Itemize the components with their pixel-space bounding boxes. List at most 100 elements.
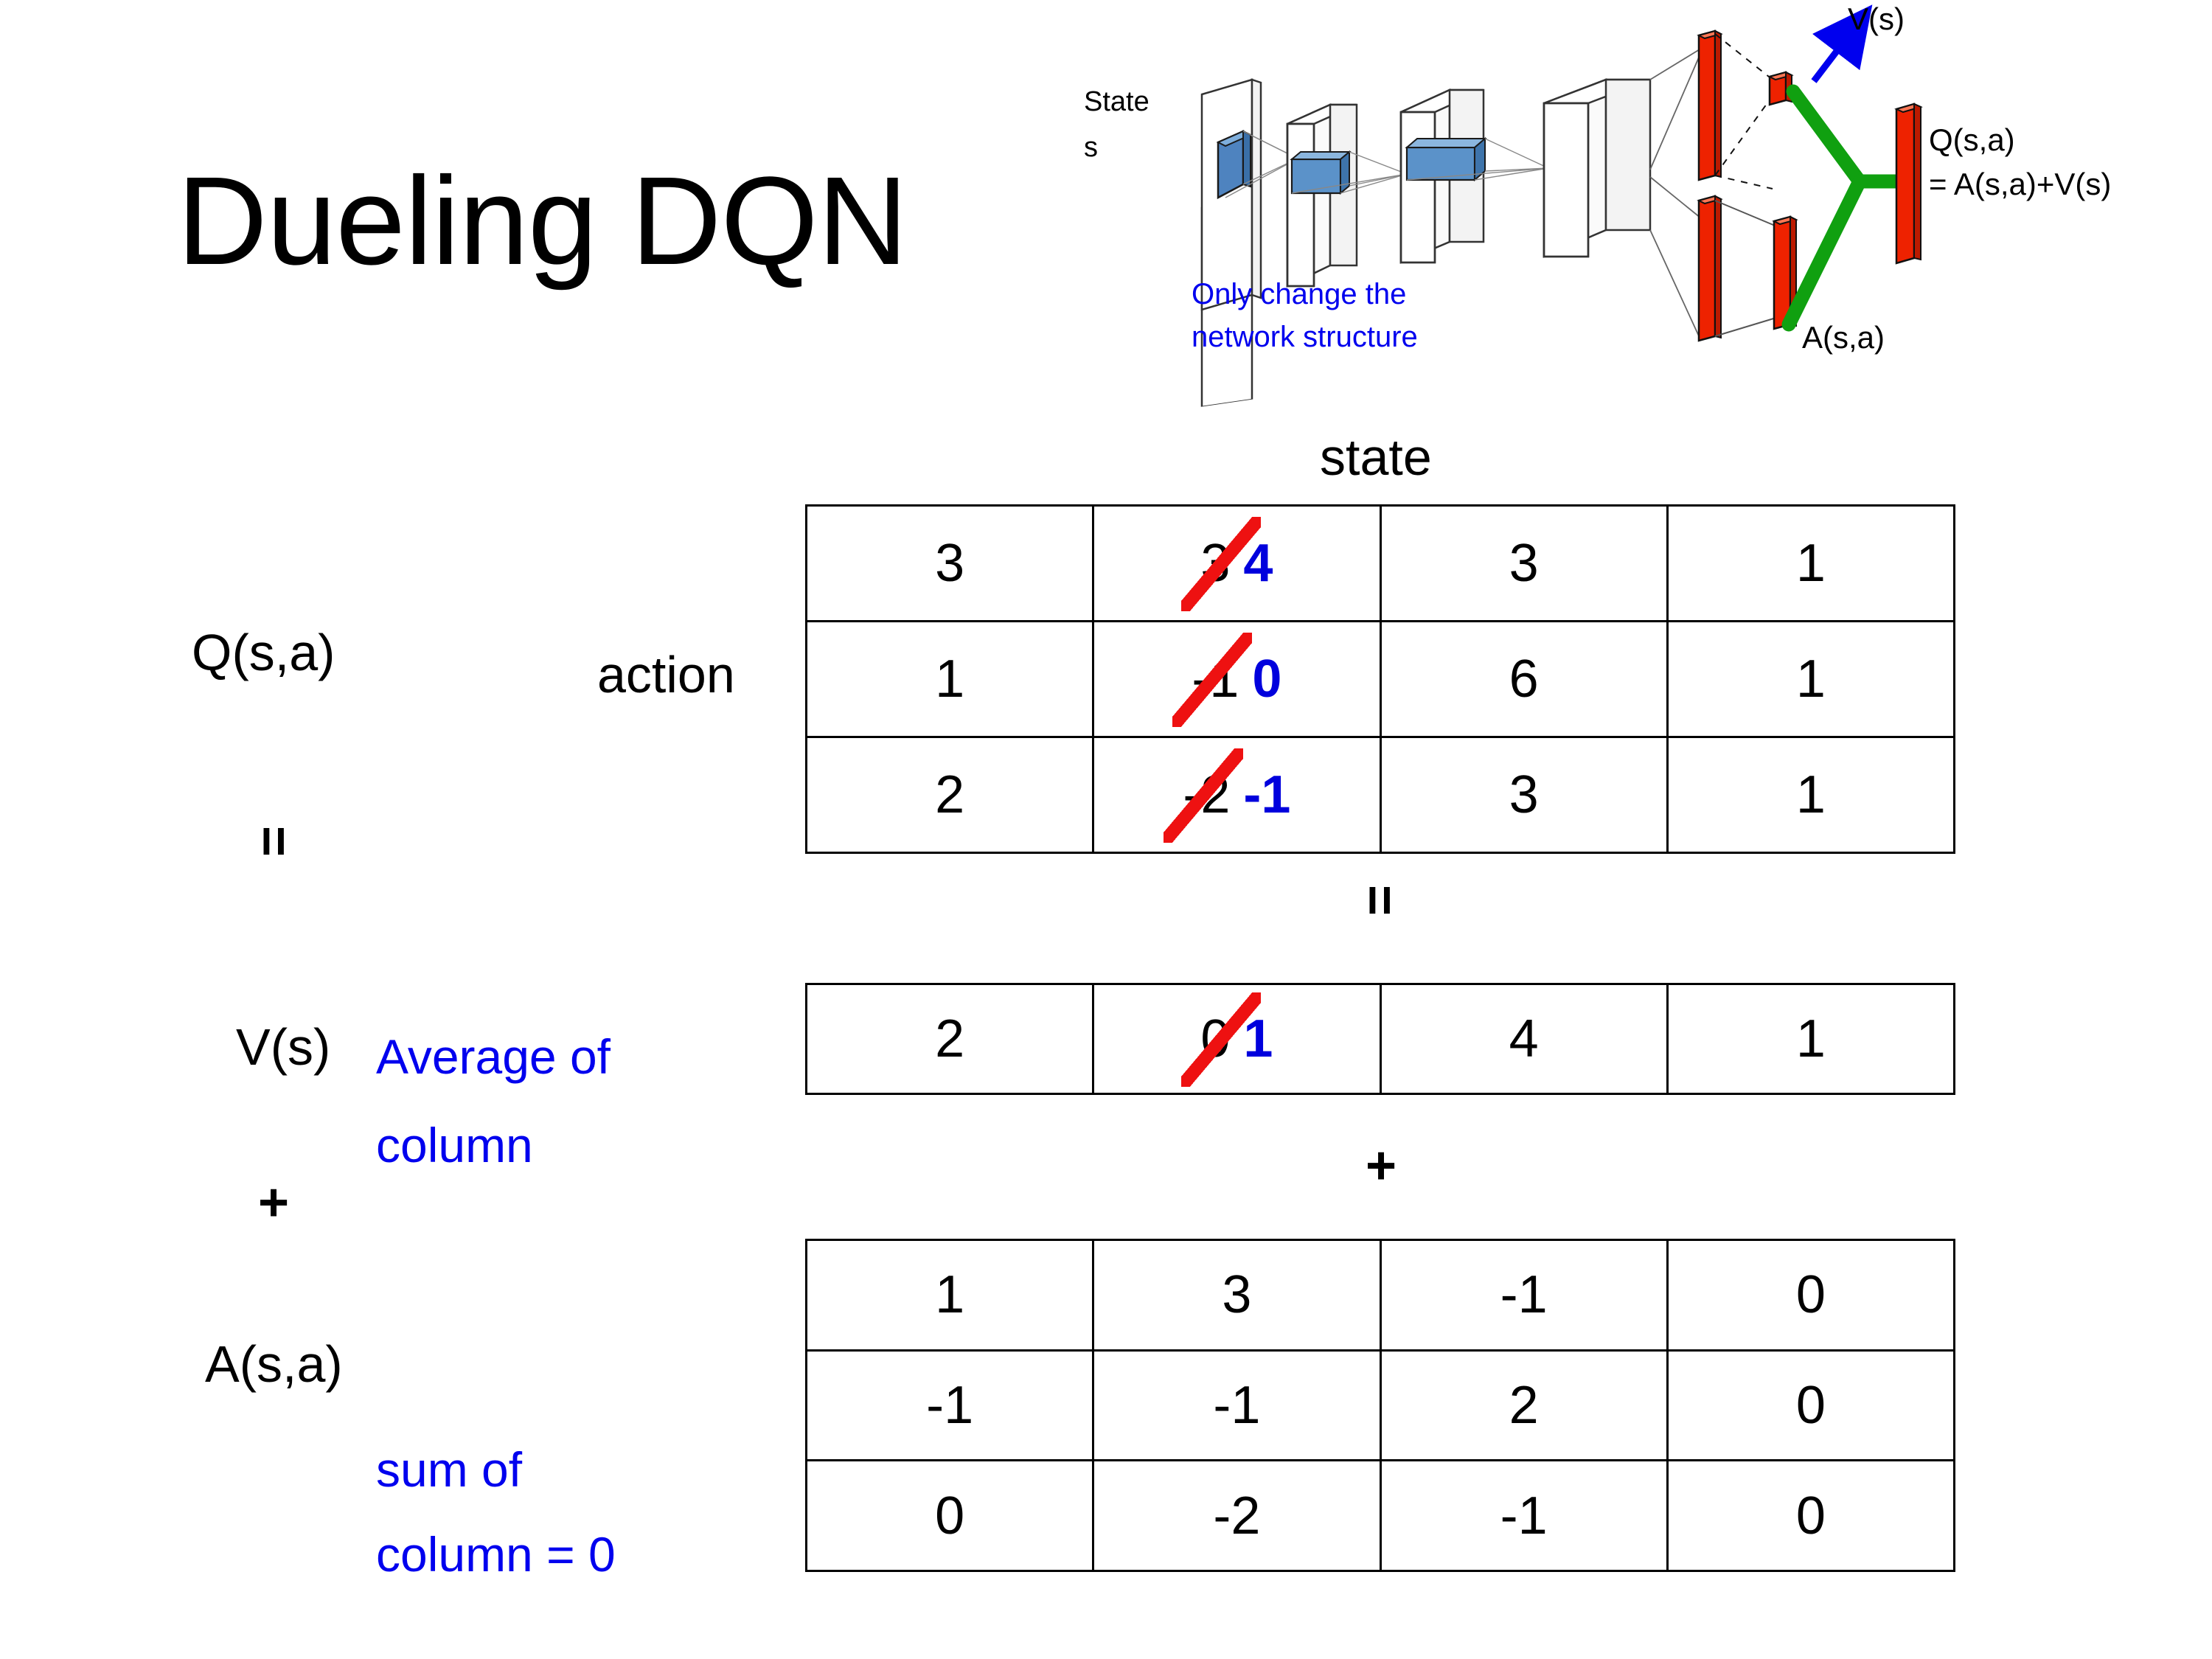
a-note-line2: column = 0: [376, 1527, 616, 1582]
diagram-note-line1: Only change the: [1192, 278, 1406, 310]
equals-sign-between-q-and-v: =: [1350, 884, 1410, 917]
struck-value: 3: [1181, 517, 1262, 611]
diagram-value-label: V(s): [1848, 1, 1905, 36]
conv-links-3: [1406, 138, 1549, 181]
conv-block-1: [1286, 103, 1358, 288]
table-cell: 0: [1666, 1349, 1956, 1462]
updated-value: 1: [1243, 1009, 1273, 1068]
table-cell: 1: [1666, 736, 1956, 854]
page-title: Dueling DQN: [177, 151, 908, 291]
feature-bar-2: [1405, 136, 1487, 182]
table-cell: 1: [804, 1239, 1095, 1352]
table-cell: 2: [804, 983, 1095, 1095]
plus-sign-left: +: [258, 1173, 290, 1232]
value-dashed-links: [1714, 33, 1773, 189]
table-cell: -2: [1092, 1459, 1382, 1572]
diagram-input-label-line2: s: [1084, 132, 1098, 163]
cell-value: 2: [1509, 1375, 1539, 1435]
table-cell: 3: [1379, 736, 1669, 854]
cell-value: 2: [935, 1009, 965, 1068]
diagram-input-label-line1: State: [1084, 86, 1150, 117]
table-cell: 3: [804, 504, 1095, 622]
table-row: 2 -2-1 3 1: [804, 736, 1956, 854]
updated-value: 0: [1252, 650, 1282, 709]
table-cell: -1: [1379, 1459, 1669, 1572]
q-function-label: Q(s,a): [192, 624, 335, 681]
struck-value: -1: [1172, 633, 1253, 727]
cell-value: 1: [1795, 765, 1826, 824]
table-cell: 6: [1379, 620, 1669, 738]
table-cell: -1: [1379, 1239, 1669, 1352]
table-row: -1 -1 2 0: [804, 1349, 1956, 1462]
cell-value: 1: [935, 1265, 965, 1325]
a-note-line1: sum of: [376, 1442, 523, 1497]
cell-value: 3: [1509, 765, 1539, 824]
v-note-line1: Average of: [376, 1029, 611, 1084]
cell-value: 0: [1795, 1265, 1826, 1325]
struck-value: -2: [1164, 748, 1244, 843]
cell-value: 1: [1795, 650, 1826, 709]
plus-sign-between-v-and-a: +: [1366, 1136, 1397, 1195]
cell-value: -2: [1213, 1486, 1261, 1545]
state-axis-label: state: [1320, 428, 1432, 486]
stream-split-links: [1649, 46, 1705, 340]
table-cell: 2: [1379, 1349, 1669, 1462]
value-stream-bar: [1697, 29, 1723, 181]
cell-value: 3: [1222, 1265, 1252, 1325]
combine-connector: [1781, 84, 1908, 332]
table-cell: 2: [804, 736, 1095, 854]
cell-value: 1: [1795, 1009, 1826, 1068]
cell-value: -1: [1500, 1265, 1548, 1325]
advantage-solid-links: [1714, 200, 1779, 337]
cell-value: 0: [935, 1486, 965, 1545]
cell-value: -1: [1213, 1375, 1261, 1435]
table-cell: 0: [1666, 1459, 1956, 1572]
table-cell: 1: [804, 620, 1095, 738]
diagram-note-line2: network structure: [1192, 321, 1418, 353]
action-axis-label: action: [597, 646, 735, 703]
cell-value: 6: [1509, 650, 1539, 709]
cell-value: 1: [1795, 534, 1826, 593]
cell-value: 0: [1795, 1486, 1826, 1545]
value-arrow: [1811, 4, 1873, 83]
table-cell: -1: [1092, 1349, 1382, 1462]
table-cell: 4: [1379, 983, 1669, 1095]
conv-block-3: [1543, 78, 1652, 258]
table-row: 1 3 -1 0: [804, 1239, 1956, 1352]
table-cell: -2-1: [1092, 736, 1382, 854]
table-cell: 1: [1666, 504, 1956, 622]
input-plane-shape: [1200, 78, 1262, 407]
cell-value: 2: [935, 765, 965, 824]
updated-value: 4: [1243, 534, 1273, 593]
table-cell: -1: [804, 1349, 1095, 1462]
table-cell: 0: [804, 1459, 1095, 1572]
cell-value: 4: [1509, 1009, 1539, 1068]
output-q-bar: [1894, 102, 1923, 265]
cell-value: -1: [926, 1375, 974, 1435]
cell-value: 3: [1509, 534, 1539, 593]
table-cell: 1: [1666, 983, 1956, 1095]
cell-value: -1: [1500, 1486, 1548, 1545]
cell-value: 3: [935, 534, 965, 593]
table-cell: 1: [1666, 620, 1956, 738]
feature-bar-1: [1290, 150, 1352, 195]
table-cell: 3: [1379, 504, 1669, 622]
v-note-line2: column: [376, 1118, 533, 1172]
a-table: 1 3 -1 0 -1 -1 2 0 0 -2 -1 0: [804, 1239, 1956, 1572]
table-row: 0 -2 -1 0: [804, 1459, 1956, 1572]
diagram-output-label-line1: Q(s,a): [1929, 122, 2015, 157]
updated-value: -1: [1243, 765, 1291, 824]
advantage-stream-bar: [1697, 195, 1723, 342]
diagram-advantage-label: A(s,a): [1802, 320, 1885, 355]
dueling-network-diagram: State s V(s) A(s,a) Q(s,a) = A(s,a)+V(s)…: [1077, 0, 2212, 413]
table-cell: 3: [1092, 1239, 1382, 1352]
